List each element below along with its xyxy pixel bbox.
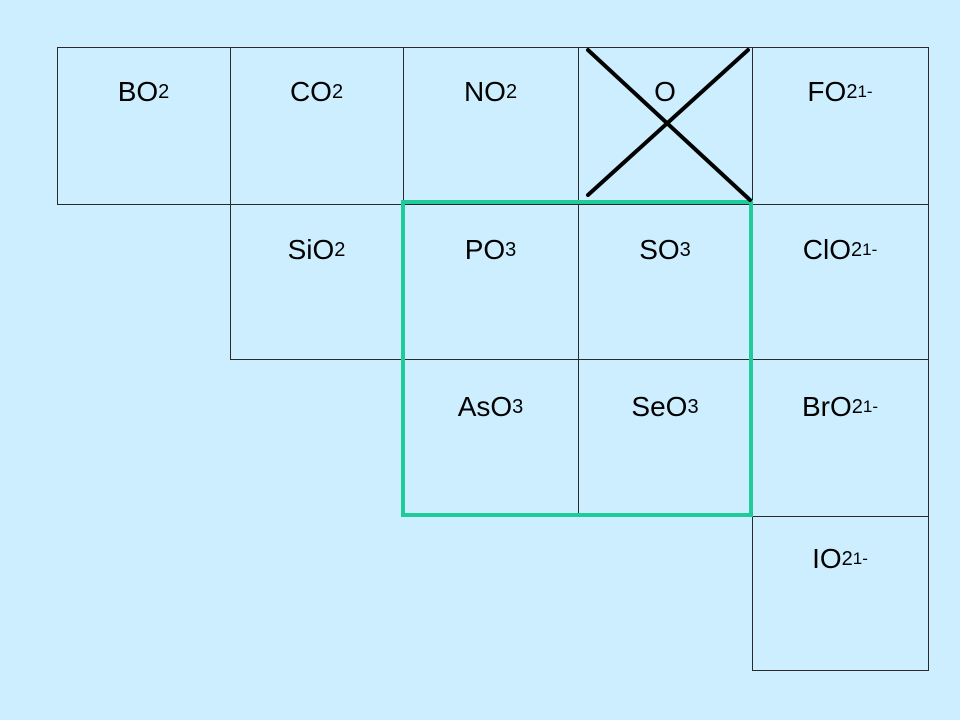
formula-base: SO xyxy=(639,234,680,265)
grid-line-h-4 xyxy=(752,670,929,671)
formula-base: AsO xyxy=(457,391,513,422)
grid-line-v-0 xyxy=(57,47,58,205)
formula-base: NO xyxy=(463,76,506,107)
grid-line-h-2 xyxy=(230,359,929,360)
formula-base: PO xyxy=(464,234,506,265)
grid-line-h-top xyxy=(57,47,929,48)
highlight-box xyxy=(401,200,753,517)
formula-base: SiO xyxy=(287,234,335,265)
formula-base: ClO xyxy=(802,234,851,265)
formula-base: FO xyxy=(807,76,847,107)
formula-base: IO xyxy=(812,543,842,574)
formula-base: CO xyxy=(289,76,332,107)
formula-base: O xyxy=(654,76,676,107)
formula-base: BO xyxy=(117,76,159,107)
grid-line-v-1 xyxy=(230,47,231,360)
grid-line-h-1 xyxy=(57,204,929,205)
formula-base: BrO xyxy=(801,391,852,422)
grid-line-v-5 xyxy=(928,47,929,671)
formula-base: SeO xyxy=(631,391,688,422)
cell-o: O xyxy=(578,47,752,137)
grid-line-v-3 xyxy=(578,47,579,517)
